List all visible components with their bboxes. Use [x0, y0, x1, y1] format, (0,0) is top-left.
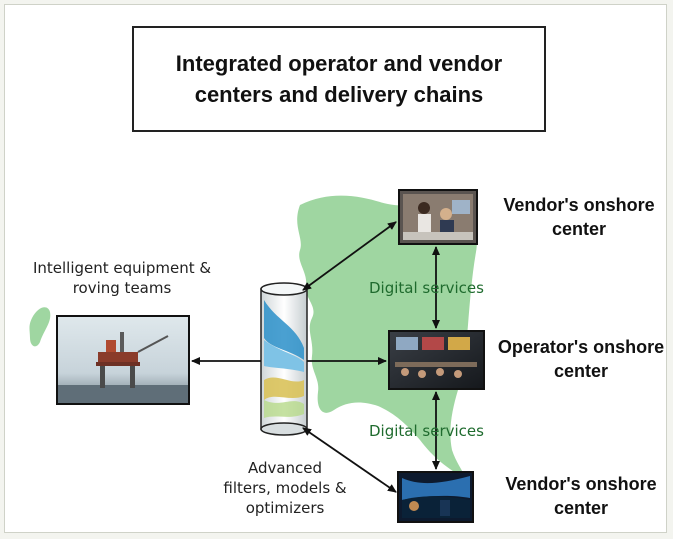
digital-services-upper-label: Digital services [369, 279, 484, 297]
filters-cylinder [260, 282, 308, 436]
operator-label: Operator's onshore center [497, 337, 665, 381]
connector-arrows [191, 221, 440, 493]
vendor-top-label: Vendor's onshore center [503, 195, 655, 239]
diagram-title: Integrated operator and vendor centers a… [132, 26, 546, 132]
arrow-cylinder-vendor-top [302, 221, 397, 291]
digital-services-lower-label: Digital services [369, 422, 484, 440]
oil-platform-photo [56, 315, 190, 405]
equipment-label: Intelligent equipment & roving teams [32, 259, 212, 297]
vendor-bottom-photo [397, 471, 474, 523]
vendor-bottom-label: Vendor's onshore center [505, 474, 657, 518]
coastline-island [29, 307, 51, 347]
operator-photo [388, 330, 485, 390]
vendor-top-photo [398, 189, 478, 245]
arrow-cylinder-vendor-bottom [302, 427, 397, 493]
filters-label: Advanced filters, models & optimizers [223, 459, 347, 517]
